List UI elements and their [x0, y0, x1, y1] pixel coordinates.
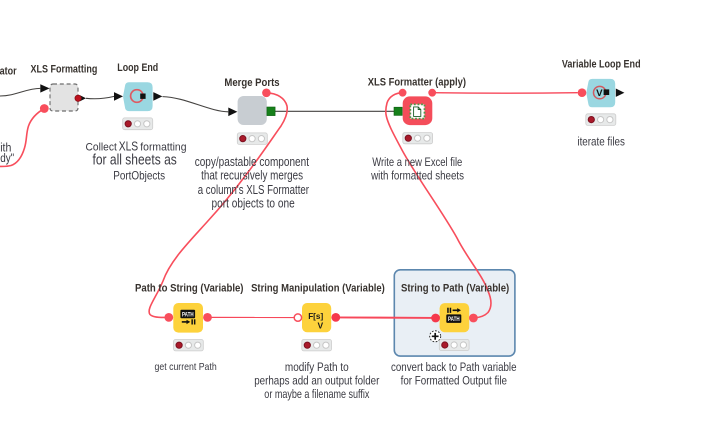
svg-text:Path to String (Variable): Path to String (Variable)	[135, 283, 244, 295]
svg-text:V: V	[596, 88, 603, 98]
svg-text:XLS: XLS	[119, 139, 139, 154]
svg-text:modify Path to: modify Path to	[285, 360, 349, 374]
svg-text:XLS Formatting: XLS Formatting	[31, 63, 98, 75]
svg-text:Merge Ports: Merge Ports	[224, 77, 279, 89]
svg-text:F[s]: F[s]	[308, 311, 323, 321]
svg-text:PATH: PATH	[448, 317, 460, 323]
svg-text:ith: ith	[0, 143, 11, 155]
svg-text:String Manipulation (Variable): String Manipulation (Variable)	[251, 283, 385, 295]
svg-text:with formatted sheets: with formatted sheets	[370, 168, 464, 182]
svg-text:or maybe a filename suffix: or maybe a filename suffix	[264, 387, 370, 401]
svg-text:for Formatted Output file: for Formatted Output file	[401, 373, 507, 387]
svg-text:get current Path: get current Path	[155, 362, 217, 373]
svg-text:port objects to one: port objects to one	[212, 196, 295, 211]
svg-text:a column's XLS Formatter: a column's XLS Formatter	[198, 182, 310, 197]
svg-text:Collect: Collect	[86, 142, 117, 154]
svg-text:Variable Loop End: Variable Loop End	[562, 58, 641, 70]
svg-text:PortObjects: PortObjects	[113, 169, 165, 183]
svg-text:convert back to Path variable: convert back to Path variable	[391, 360, 517, 374]
svg-text:copy/pastable component: copy/pastable component	[195, 154, 310, 169]
svg-text:dy": dy"	[0, 153, 14, 165]
svg-text:iterate files: iterate files	[577, 135, 625, 149]
svg-text:String to Path (Variable): String to Path (Variable)	[401, 283, 509, 295]
svg-text:that recursively merges: that recursively merges	[201, 168, 303, 183]
svg-text:for all sheets as: for all sheets as	[93, 153, 177, 169]
svg-text:XLS Formatter (apply): XLS Formatter (apply)	[368, 76, 466, 88]
svg-text:Loop End: Loop End	[117, 62, 158, 74]
svg-text:ator: ator	[0, 66, 17, 78]
svg-text:Write a new Excel file: Write a new Excel file	[372, 155, 462, 169]
svg-text:perhaps add an output folder: perhaps add an output folder	[254, 373, 379, 387]
svg-text:PATH: PATH	[182, 312, 194, 318]
svg-text:formatting: formatting	[140, 142, 186, 154]
svg-text:V: V	[318, 321, 324, 331]
